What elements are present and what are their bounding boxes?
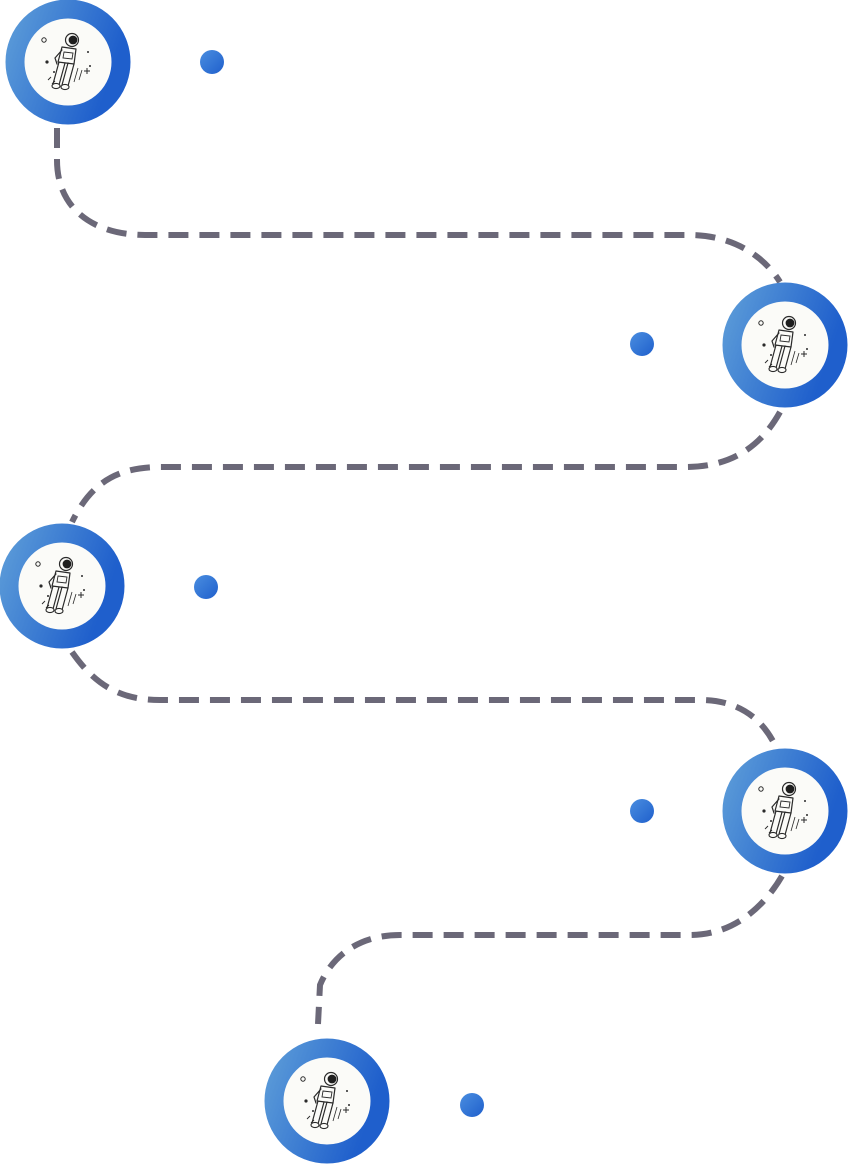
step-node (722, 282, 848, 408)
step-marker-dot (460, 1093, 484, 1117)
step-node (722, 748, 848, 874)
step-marker-dot (630, 799, 654, 823)
step-node (264, 1038, 390, 1164)
step-marker-dot (630, 332, 654, 356)
step-marker-dot (194, 575, 218, 599)
step-marker-dot (200, 50, 224, 74)
step-node (0, 523, 125, 649)
dashed-path (54, 128, 785, 1025)
step-node (5, 0, 131, 125)
